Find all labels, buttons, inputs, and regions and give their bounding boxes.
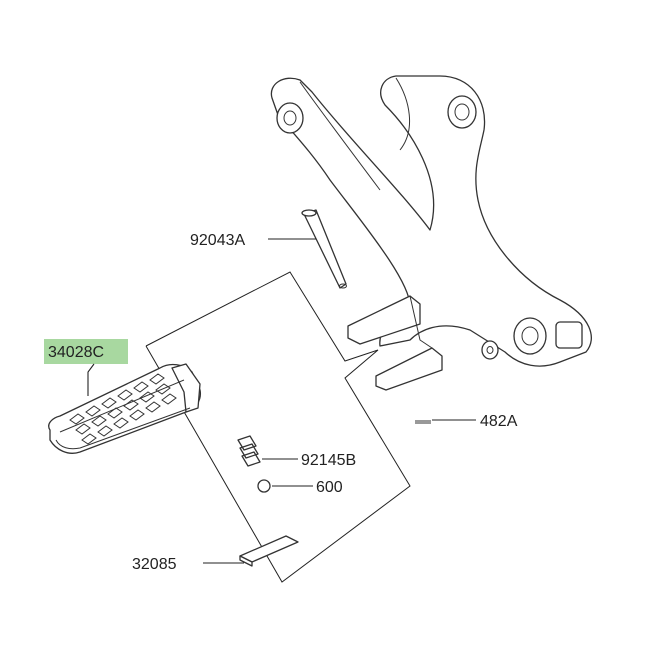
detent-ball (257, 479, 271, 493)
detent-spring (237, 435, 261, 467)
cotter-pin (415, 420, 431, 424)
footpeg-bracket (270, 75, 592, 391)
footpeg-label-highlight (44, 339, 128, 364)
leader-footpeg (87, 363, 95, 396)
pivot-pin (301, 209, 347, 289)
label-pin: 92043A (190, 232, 245, 249)
assembly-group-outline (145, 271, 411, 583)
leader-lines (87, 238, 476, 564)
footpeg (48, 363, 202, 454)
label-footpeg: 34028C (48, 344, 104, 361)
footpeg-grip-teeth (69, 373, 177, 445)
label-spring: 92145B (301, 452, 356, 469)
label-plate: 32085 (132, 556, 177, 573)
retaining-plate (239, 535, 299, 567)
label-cotter-pin: 482A (480, 413, 518, 430)
label-ball: 600 (316, 479, 343, 496)
